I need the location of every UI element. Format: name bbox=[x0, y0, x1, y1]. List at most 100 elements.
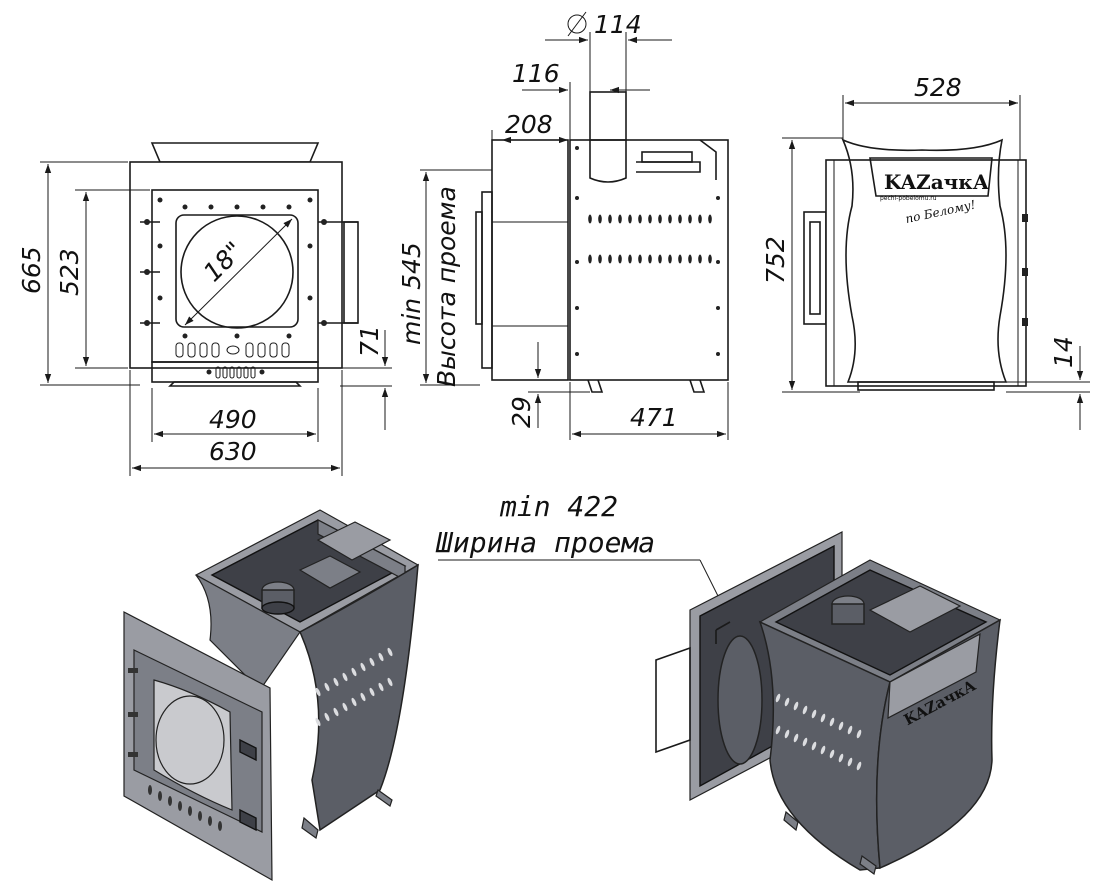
isometric-rear-view: KAZачкА bbox=[655, 531, 1002, 876]
vent-hole bbox=[333, 707, 339, 717]
vent-hole bbox=[360, 692, 366, 702]
vent-hole bbox=[628, 214, 632, 224]
vent-hole bbox=[708, 254, 712, 264]
vent-hole bbox=[784, 729, 790, 739]
vent-hole bbox=[608, 254, 612, 264]
vent-hole bbox=[387, 677, 393, 687]
vent-hole bbox=[598, 254, 602, 264]
vent-hole bbox=[315, 687, 321, 697]
vent-hole bbox=[315, 717, 321, 727]
vent-hole bbox=[829, 749, 835, 759]
dim-14: 14 bbox=[1049, 336, 1078, 368]
vent-hole bbox=[618, 254, 622, 264]
vent-hole bbox=[698, 254, 702, 264]
rear-view: KAZачкА pechi-pobelomu.ru по Белому! 528… bbox=[761, 73, 1090, 430]
dim-490: 490 bbox=[209, 405, 257, 434]
vent-hole bbox=[658, 214, 662, 224]
dim-29: 29 bbox=[507, 396, 536, 428]
vent-hole bbox=[333, 677, 339, 687]
side-door-plate bbox=[481, 191, 493, 369]
opening-width-callout: min 422 Ширина проема bbox=[435, 490, 739, 637]
vent-hole bbox=[351, 667, 357, 677]
vent-hole bbox=[838, 753, 844, 763]
dim-471: 471 bbox=[630, 403, 678, 432]
vent-hole bbox=[588, 254, 592, 264]
vent-hole bbox=[324, 712, 330, 722]
vent-hole bbox=[793, 701, 799, 711]
vent-hole bbox=[678, 254, 682, 264]
vent-hole bbox=[618, 214, 622, 224]
vent-hole bbox=[378, 682, 384, 692]
panel-rivets bbox=[157, 197, 313, 339]
vent-hole bbox=[598, 214, 602, 224]
glass-circle bbox=[180, 215, 294, 329]
vent-hole bbox=[838, 721, 844, 731]
vent-hole bbox=[856, 761, 862, 771]
vent-hole bbox=[668, 254, 672, 264]
vent-hole bbox=[820, 745, 826, 755]
dim-71: 71 bbox=[355, 325, 384, 357]
vent-hole bbox=[775, 725, 781, 735]
isometric-front-view bbox=[123, 509, 420, 882]
side-view: 114 116 208 min 545 Высота проема 29 471 bbox=[397, 10, 729, 440]
vent-hole bbox=[708, 214, 712, 224]
vent-hole bbox=[688, 214, 692, 224]
dim-528: 528 bbox=[914, 73, 962, 102]
chimney bbox=[589, 91, 627, 141]
vent-hole bbox=[608, 214, 612, 224]
dim-665: 665 bbox=[17, 246, 46, 294]
vent-hole bbox=[775, 693, 781, 703]
door-window bbox=[175, 214, 299, 328]
vent-hole bbox=[811, 709, 817, 719]
dim-208: 208 bbox=[505, 110, 553, 139]
vent-hole bbox=[628, 254, 632, 264]
dim-min-545: min 545 bbox=[397, 242, 426, 345]
callout-label: Ширина проема bbox=[435, 526, 655, 559]
vent-hole bbox=[847, 725, 853, 735]
vent-hole bbox=[829, 717, 835, 727]
vent-hole bbox=[324, 682, 330, 692]
dim-116: 116 bbox=[512, 59, 560, 88]
air-slots bbox=[175, 342, 290, 358]
rear-body bbox=[825, 159, 1027, 387]
side-vent-holes bbox=[588, 214, 712, 264]
vent-hole bbox=[802, 705, 808, 715]
door-handle bbox=[318, 219, 359, 326]
dim-752: 752 bbox=[761, 236, 790, 284]
vent-hole bbox=[698, 214, 702, 224]
opening-height-label: Высота проема bbox=[432, 186, 461, 387]
vent-hole bbox=[369, 687, 375, 697]
vent-hole bbox=[351, 697, 357, 707]
vent-hole bbox=[342, 702, 348, 712]
vent-hole bbox=[668, 214, 672, 224]
dim-630: 630 bbox=[209, 437, 257, 466]
door-hinges bbox=[140, 219, 160, 326]
vent-hole bbox=[793, 733, 799, 743]
dim-523: 523 bbox=[55, 248, 84, 296]
vent-hole bbox=[648, 214, 652, 224]
svg-text:pechi-pobelomu.ru: pechi-pobelomu.ru bbox=[880, 195, 937, 202]
vent-hole bbox=[378, 652, 384, 662]
vent-hole bbox=[588, 214, 592, 224]
vent-hole bbox=[688, 254, 692, 264]
callout-value: min 422 bbox=[499, 490, 618, 523]
vent-hole bbox=[856, 729, 862, 739]
vent-hole bbox=[638, 254, 642, 264]
vent-hole bbox=[820, 713, 826, 723]
vent-hole bbox=[648, 254, 652, 264]
vent-hole bbox=[369, 657, 375, 667]
vent-hole bbox=[360, 662, 366, 672]
vent-hole bbox=[802, 737, 808, 747]
top-tray bbox=[150, 142, 320, 163]
firebox-tunnel bbox=[491, 139, 569, 381]
front-view: 18" bbox=[17, 142, 392, 476]
vent-hole bbox=[387, 647, 393, 657]
vent-hole bbox=[847, 757, 853, 767]
vent-hole bbox=[638, 214, 642, 224]
vent-hole bbox=[678, 214, 682, 224]
rear-shaped-panel bbox=[841, 138, 1008, 383]
vent-hole bbox=[784, 697, 790, 707]
vent-hole bbox=[658, 254, 662, 264]
vent-hole bbox=[342, 672, 348, 682]
